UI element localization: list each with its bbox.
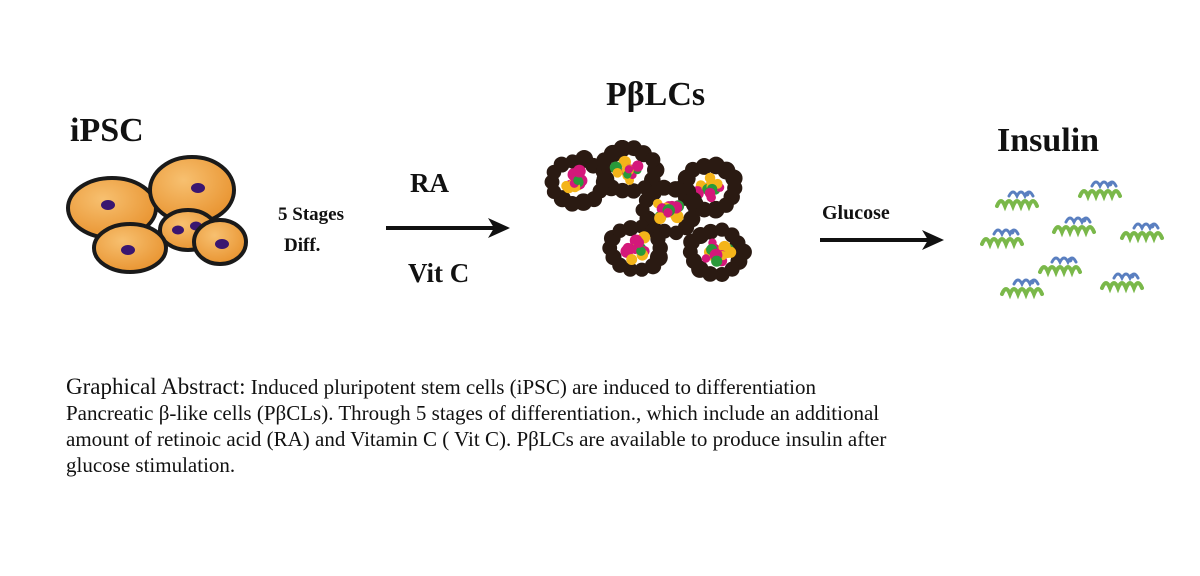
- insulin-label: Insulin: [997, 122, 1100, 159]
- vitc-label: Vit C: [408, 258, 470, 288]
- insulin-protein: [1120, 222, 1164, 244]
- glucose-label: Glucose: [822, 202, 890, 224]
- insulin-protein: [980, 228, 1024, 250]
- diff-label: Diff.: [284, 235, 321, 256]
- ipsc-cell: [92, 222, 168, 274]
- pblc-cluster: [602, 219, 668, 277]
- caption-line: glucose stimulation.: [66, 453, 236, 477]
- insulin-protein: [1100, 272, 1144, 294]
- pblc-label: PβLCs: [606, 76, 706, 113]
- caption-line: amount of retinoic acid (RA) and Vitamin…: [66, 427, 887, 451]
- stages-label: 5 Stages: [278, 204, 344, 225]
- pblc-cluster: [682, 222, 752, 282]
- insulin-protein: [1038, 256, 1082, 278]
- insulin-protein: [1052, 216, 1096, 238]
- insulin-protein: [1000, 278, 1044, 300]
- caption-lead: Graphical Abstract:: [66, 374, 246, 399]
- insulin-proteins-illustration: [980, 180, 1164, 300]
- caption-text: Induced pluripotent stem cells (iPSC) ar…: [245, 375, 817, 399]
- ra-label: RA: [410, 168, 449, 198]
- caption-line: Pancreatic β-like cells (PβCLs). Through…: [66, 401, 880, 425]
- ipsc-cell: [148, 155, 236, 225]
- graphical-abstract-caption: Graphical Abstract: Induced pluripotent …: [66, 374, 1136, 478]
- insulin-protein: [1078, 180, 1122, 202]
- pblc-clusters-illustration: [544, 140, 752, 282]
- arrow-right-icon: [820, 230, 944, 250]
- pblc-cluster: [635, 179, 703, 241]
- ipsc-cells-illustration: [66, 155, 248, 274]
- caption-line: Graphical Abstract: Induced pluripotent …: [66, 374, 1136, 400]
- ipsc-cell: [192, 218, 248, 266]
- insulin-protein: [995, 190, 1039, 212]
- arrow-right-icon: [386, 218, 510, 238]
- pblc-cluster: [596, 140, 665, 199]
- ipsc-label: iPSC: [70, 112, 144, 149]
